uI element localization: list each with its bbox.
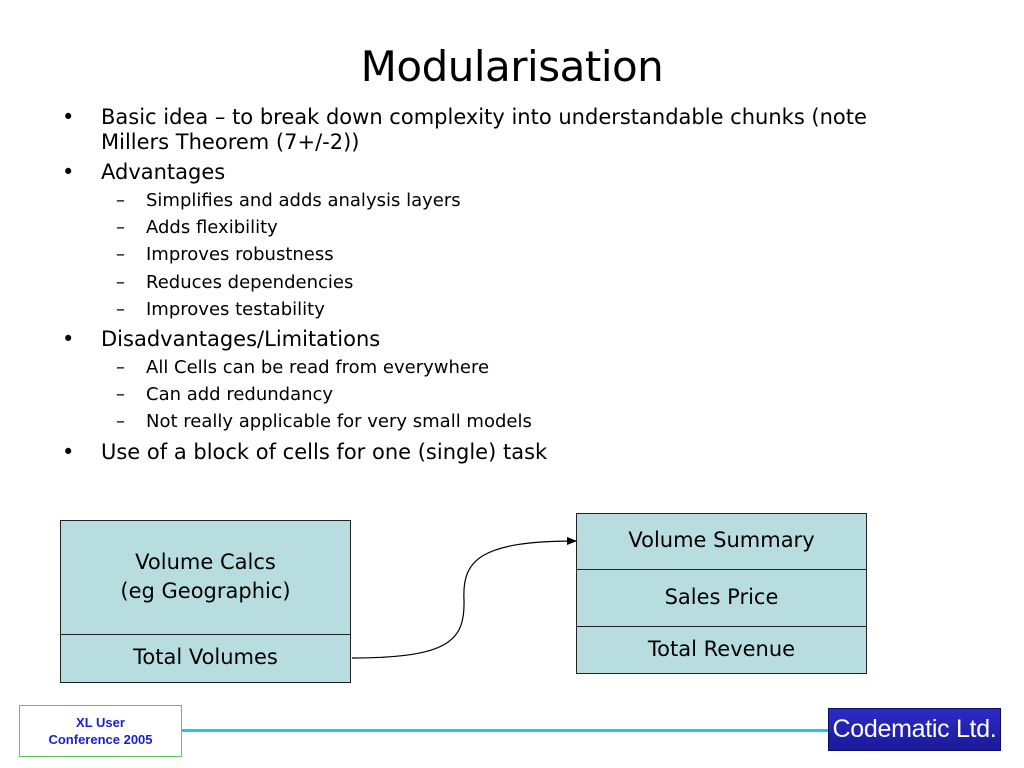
sub-text: Not really applicable for very small mod… <box>146 411 532 432</box>
sub-item: – Improves robustness <box>116 243 916 267</box>
sub-item: – Adds flexibility <box>116 216 916 240</box>
sub-item: – Can add redundancy <box>116 383 916 407</box>
sub-text: Can add redundancy <box>146 384 334 405</box>
sub-text: Simplifies and adds analysis layers <box>146 190 461 211</box>
footer-rule <box>182 729 830 732</box>
sub-mark: – <box>116 272 125 293</box>
sub-mark: – <box>116 190 125 211</box>
sub-text: Improves testability <box>146 299 325 320</box>
bullet-mark: • <box>62 327 75 351</box>
sub-mark: – <box>116 299 125 320</box>
bullet-text: Use of a block of cells for one (single)… <box>101 440 548 464</box>
bullet-advantages: • Advantages <box>62 160 962 185</box>
sub-item: – Simplifies and adds analysis layers <box>116 189 916 213</box>
total-revenue-box: Total Revenue <box>576 626 867 674</box>
sub-mark: – <box>116 244 125 265</box>
total-revenue-label: Total Revenue <box>647 636 796 661</box>
codematic-logo: Codematic Ltd. <box>828 708 1001 751</box>
sub-text: Reduces dependencies <box>146 272 354 293</box>
sub-text: Improves robustness <box>146 244 334 265</box>
sub-mark: – <box>116 217 125 238</box>
bullet-text: Advantages <box>101 160 226 184</box>
bullet-mark: • <box>62 160 75 184</box>
total-volumes-label: Total Volumes <box>133 645 278 669</box>
sales-price-box: Sales Price <box>576 569 867 627</box>
volume-calcs-label: Volume Calcs <box>135 549 276 574</box>
sales-price-label: Sales Price <box>664 584 779 609</box>
sub-text: All Cells can be read from everywhere <box>146 357 490 378</box>
geographic-label: (eg Geographic) <box>120 578 291 603</box>
bullet-block-of-cells: • Use of a block of cells for one (singl… <box>62 440 962 465</box>
bullet-text-line-2: Millers Theorem (7+/-2)) <box>101 130 360 154</box>
bullet-disadvantages: • Disadvantages/Limitations <box>62 327 962 352</box>
conference-label: XL User Conference 2005 <box>19 705 182 757</box>
total-volumes-box: Total Volumes <box>60 634 351 683</box>
sub-item: – Not really applicable for very small m… <box>116 410 916 434</box>
sub-mark: – <box>116 357 125 378</box>
sub-item: – Improves testability <box>116 298 916 322</box>
volume-summary-label: Volume Summary <box>628 528 815 552</box>
sub-mark: – <box>116 411 125 432</box>
sub-text: Adds flexibility <box>146 217 278 238</box>
sub-item: – Reduces dependencies <box>116 271 916 295</box>
codematic-logo-text: Codematic Ltd. <box>832 715 997 743</box>
bullet-text: Disadvantages/Limitations <box>101 327 381 351</box>
sub-item: – All Cells can be read from everywhere <box>116 356 916 380</box>
connector-curve <box>351 537 577 659</box>
bullet-text-line-1: Basic idea – to break down complexity in… <box>101 105 867 129</box>
conference-line-2: Conference 2005 <box>48 732 153 747</box>
conference-line-1: XL User <box>76 715 125 730</box>
sub-mark: – <box>116 384 125 405</box>
volume-summary-box: Volume Summary <box>576 513 867 570</box>
volume-calcs-box: Volume Calcs (eg Geographic) <box>60 520 351 635</box>
slide-title: Modularisation <box>360 42 664 91</box>
bullet-mark: • <box>62 105 75 129</box>
bullet-mark: • <box>62 440 75 464</box>
bullet-basic-idea: • Basic idea – to break down complexity … <box>62 105 962 155</box>
